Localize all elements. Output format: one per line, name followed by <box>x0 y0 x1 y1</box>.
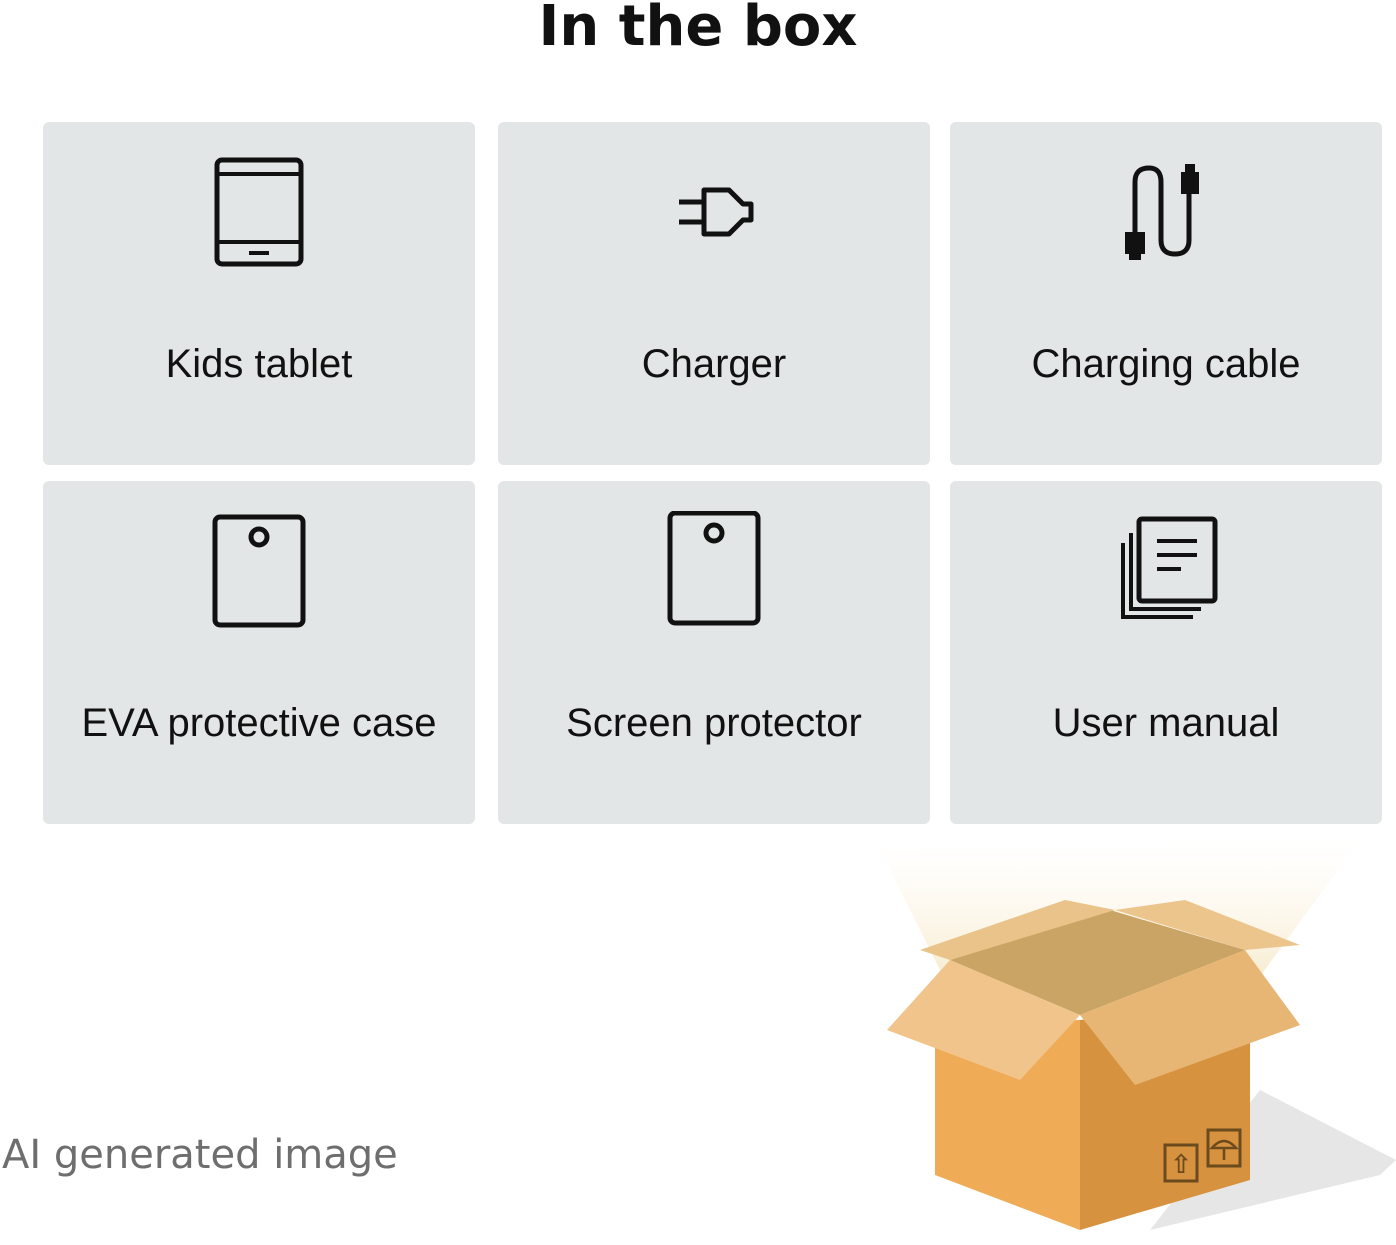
item-label: Kids tablet <box>165 342 353 386</box>
item-label: Charging cable <box>1031 342 1301 386</box>
item-label: User manual <box>1052 701 1280 745</box>
svg-text:⇧: ⇧ <box>1170 1150 1192 1180</box>
item-label: Screen protector <box>566 701 862 745</box>
item-tile-user-manual: User manual <box>950 481 1382 824</box>
item-tile-charging-cable: Charging cable <box>950 122 1382 465</box>
item-tile-screen-protector: Screen protector <box>498 481 930 824</box>
item-label: Charger <box>641 342 787 386</box>
screen-protector-icon <box>498 511 930 661</box>
ai-generated-note: AI generated image <box>2 1132 398 1178</box>
tablet-icon <box>43 152 475 302</box>
cable-icon <box>950 152 1382 302</box>
item-tile-kids-tablet: Kids tablet <box>43 122 475 465</box>
manual-icon <box>950 511 1382 661</box>
item-tile-eva-case: EVA protective case <box>43 481 475 824</box>
item-label: EVA protective case <box>81 701 437 745</box>
page-title: In the box <box>538 0 858 59</box>
plug-icon <box>498 152 930 302</box>
case-icon <box>43 511 475 661</box>
item-tile-charger: Charger <box>498 122 930 465</box>
open-box-illustration: ⇧ <box>860 830 1396 1245</box>
